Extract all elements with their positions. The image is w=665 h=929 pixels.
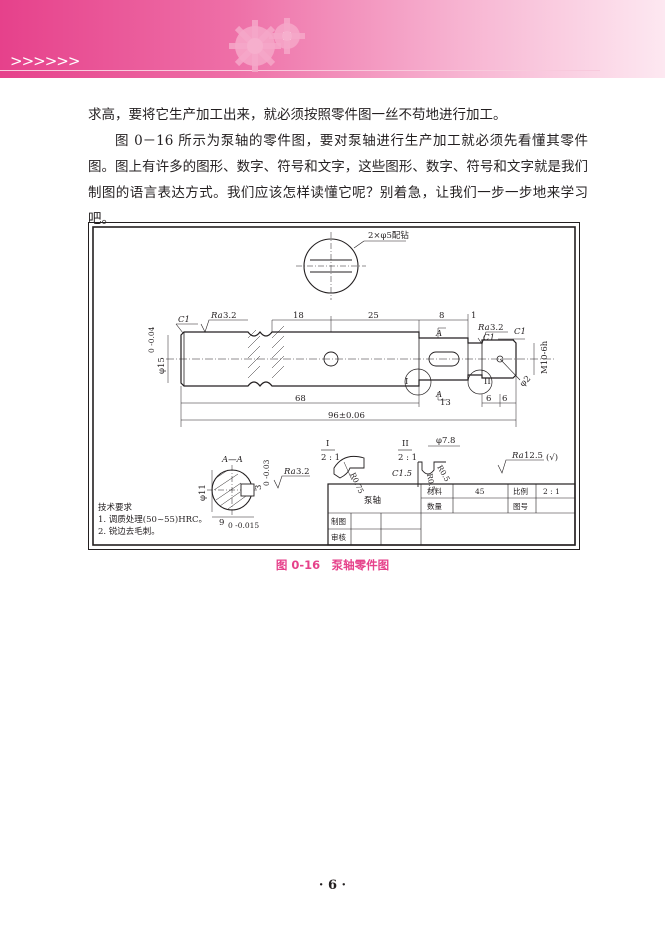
detail-i-number: I <box>326 439 329 449</box>
roughness-right-value: 3.2 <box>490 323 504 333</box>
dim-r05a: R0.5 <box>435 464 452 484</box>
detail-mark-i: I <box>405 377 408 387</box>
detail-ii-number: II <box>402 439 409 449</box>
title-block-drawing-no-label: 图号 <box>513 502 528 511</box>
figure-caption: 图 0-16 泵轴零件图 <box>275 558 390 572</box>
tech-requirement-1: 1. 调质处理(50~55)HRC。 <box>98 514 207 525</box>
title-block-scale-label: 比例 <box>513 486 528 496</box>
section-mark-a-top: A <box>435 329 442 339</box>
page-header-band <box>0 0 665 78</box>
dim-phi78: φ7.8 <box>436 436 455 446</box>
tech-requirements-title: 技术要求 <box>98 502 133 513</box>
dim-phi15: φ15 <box>157 357 167 374</box>
dim-3: 3 <box>254 485 264 490</box>
dim-r075: R0.75 <box>348 471 366 495</box>
paragraph-2: 图 0－16 所示为泵轴的零件图，要对泵轴进行生产加工就必须先看懂其零件图。图上… <box>88 133 588 227</box>
chamfer-c1-mid: C1 <box>483 333 495 343</box>
title-block-material-label: 材料 <box>427 486 442 496</box>
dim-13: 13 <box>440 398 451 408</box>
dim-6a: 6 <box>486 394 491 404</box>
roughness-section-value: 3.2 <box>296 467 310 477</box>
pump-shaft-drawing: 2×φ5配钻 18 25 8 1 68 96±0.06 13 6 6 φ15 0… <box>88 222 580 550</box>
detail-mark-ii: II <box>484 377 491 387</box>
detail-i-scale: 2 : 1 <box>321 453 340 463</box>
chamfer-c15: C1.5 <box>392 469 412 479</box>
dim-phi15-tol: 0 -0.04 <box>147 326 156 353</box>
chamfer-c1-left: C1 <box>178 315 190 325</box>
dim-m10: M10-6h <box>540 340 550 374</box>
roughness-left: Ra <box>210 311 223 321</box>
dim-68: 68 <box>295 394 306 404</box>
roughness-general-mark: (√) <box>546 452 558 463</box>
body-text: 求高，要将它生产加工出来，就必须按照零件图一丝不苟地进行加工。 图 0－16 所… <box>88 102 588 232</box>
title-block-checked-label: 审核 <box>331 532 346 542</box>
pin-hole-note: 2×φ5配钻 <box>368 230 409 241</box>
dim-9: 9 <box>219 518 224 528</box>
dim-phi11: φ11 <box>198 484 208 501</box>
dim-8: 8 <box>439 311 444 321</box>
chevron-decoration: >>>>>> <box>10 52 80 70</box>
dim-1: 1 <box>471 311 476 321</box>
title-block-part-name: 泵轴 <box>364 495 381 506</box>
detail-ii-scale: 2 : 1 <box>398 453 417 463</box>
header-divider <box>0 70 600 71</box>
roughness-section: Ra <box>283 467 296 477</box>
title-block-scale-value: 2 : 1 <box>543 487 560 496</box>
section-mark-a-bottom: A <box>435 390 442 400</box>
roughness-general-value: 12.5 <box>524 451 543 461</box>
page-number: · 6 · <box>318 878 347 893</box>
roughness-left-value: 3.2 <box>223 311 237 321</box>
gear-icon <box>229 18 305 72</box>
title-block-material-value: 45 <box>475 487 485 496</box>
roughness-right: Ra <box>477 323 490 333</box>
dim-96: 96±0.06 <box>328 411 365 421</box>
dim-25: 25 <box>368 311 379 321</box>
dim-phi2: φ2 <box>518 374 533 389</box>
dim-9-tol: 0 -0.015 <box>228 521 259 530</box>
tech-requirement-2: 2. 锐边去毛刺。 <box>98 526 160 537</box>
section-title: A—A <box>221 455 243 465</box>
paragraph-1: 求高，要将它生产加工出来，就必须按照零件图一丝不苟地进行加工。 <box>88 107 507 123</box>
dim-18: 18 <box>293 311 304 321</box>
dim-6b: 6 <box>502 394 507 404</box>
chamfer-c1-right: C1 <box>514 327 526 337</box>
dim-r05b: R0.5 <box>425 473 437 492</box>
title-block-qty-label: 数量 <box>427 501 442 511</box>
title-block-drawn-label: 制图 <box>331 516 346 526</box>
roughness-general: Ra <box>511 451 524 461</box>
dim-3-tol: 0 -0.03 <box>262 459 271 486</box>
